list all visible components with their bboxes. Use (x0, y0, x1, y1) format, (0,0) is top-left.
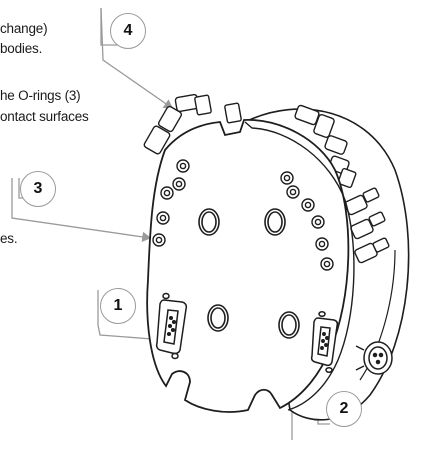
dsub-connector-left (155, 292, 188, 360)
seals-left (152, 159, 190, 247)
text-line-5: es. (0, 231, 18, 246)
leader-line-4-arrow (100, 7, 174, 109)
plate-edge (244, 121, 355, 411)
locating-holes (198, 208, 300, 339)
callout-4: 4 (110, 13, 146, 49)
text-line-1: change) (0, 21, 48, 36)
text-line-3: he O-rings (3) (0, 88, 81, 103)
callout-1: 1 (100, 288, 136, 324)
side-fittings (344, 187, 390, 264)
callout-2: 2 (326, 391, 362, 427)
text-line-2: bodies. (0, 41, 43, 56)
callout-3: 3 (20, 171, 56, 207)
text-line-4: ontact surfaces (0, 109, 89, 124)
round-connector (355, 341, 393, 375)
dsub-connector-right (310, 310, 339, 374)
seals-right (280, 171, 334, 271)
leader-line-3 (11, 178, 152, 243)
leader-line-1 (97, 290, 167, 345)
